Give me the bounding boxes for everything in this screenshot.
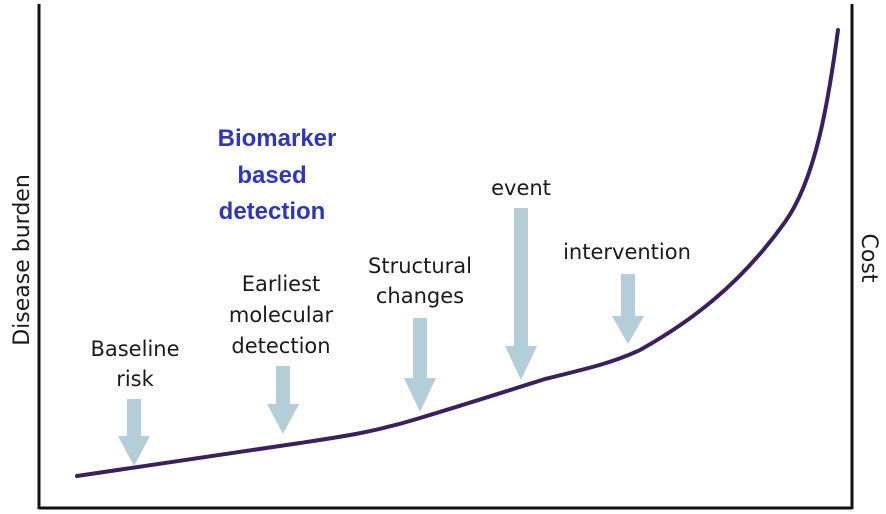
biomarker-heading-line-1: Biomarker xyxy=(218,125,337,152)
stage-label-line: Structural xyxy=(368,254,472,278)
stage-label-line: intervention xyxy=(563,240,691,264)
arrow-intervention xyxy=(612,274,644,344)
arrow-baseline-risk xyxy=(118,399,150,466)
stage-label-line: Earliest xyxy=(242,272,321,296)
stage-label-intervention: intervention xyxy=(563,240,691,264)
stage-label-earliest-molecular-detection: Earliest molecular detection xyxy=(229,272,334,358)
stage-label-line: changes xyxy=(376,284,464,308)
stage-label-line: risk xyxy=(116,367,154,391)
arrow-structural-changes xyxy=(404,318,436,412)
y-axis-right-label: Cost xyxy=(856,234,881,283)
stage-label-line: Baseline xyxy=(90,337,179,361)
arrow-earliest-molecular-detection xyxy=(267,366,299,434)
stage-label-line: molecular xyxy=(229,303,334,327)
arrow-event xyxy=(505,208,537,380)
stage-label-baseline-risk: Baseline risk xyxy=(90,337,179,391)
disease-burden-curve xyxy=(75,28,840,478)
stage-label-event: event xyxy=(491,176,551,200)
stage-label-structural-changes: Structural changes xyxy=(368,254,472,308)
stage-label-line: detection xyxy=(231,334,330,358)
stage-label-line: event xyxy=(491,176,551,200)
biomarker-heading-line-2: based xyxy=(237,162,306,189)
biomarker-heading-line-3: detection xyxy=(219,198,326,225)
y-axis-left-label: Disease burden xyxy=(10,174,35,346)
